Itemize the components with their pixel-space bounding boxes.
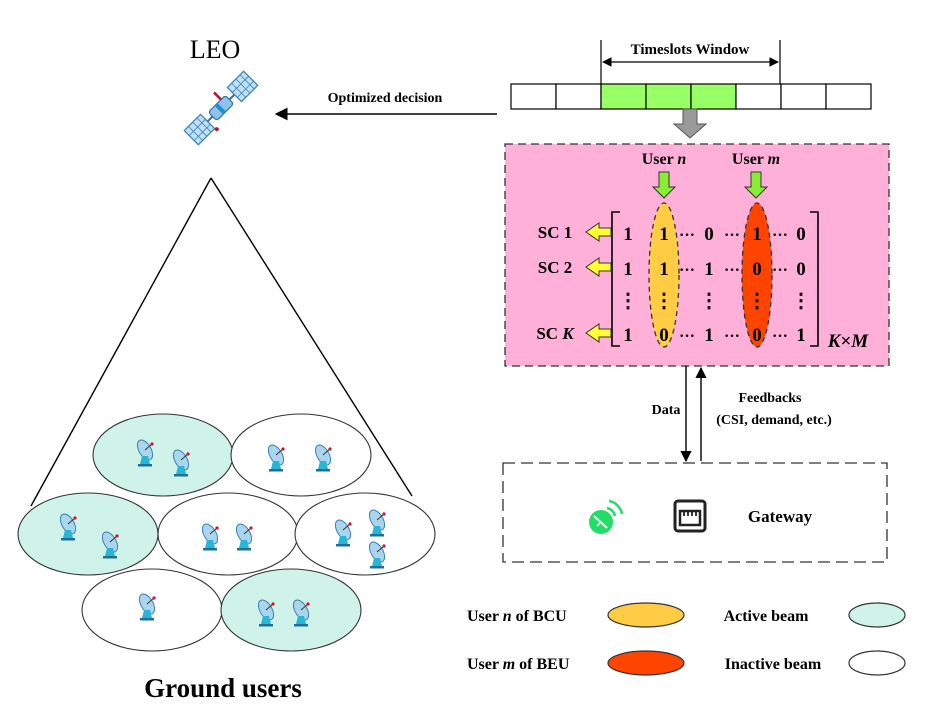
- legend-bcu-swatch: [607, 602, 685, 628]
- inactive-beam: [230, 413, 372, 497]
- router-icon: [673, 499, 707, 533]
- timeslot-active: [690, 83, 737, 110]
- timeslot-active: [645, 83, 692, 110]
- timeslot: [510, 83, 557, 110]
- matrix-cell: 1: [623, 259, 633, 280]
- sc-2-arrow: [585, 257, 612, 277]
- active-beam: [17, 492, 159, 576]
- h-ellipsis: ···: [724, 328, 740, 345]
- matrix-row-1: 1 1 0 1 0: [623, 224, 806, 245]
- matrix-row-2: 1 1 1 0 0: [623, 259, 806, 280]
- sc-label-2: SC 2: [538, 258, 572, 277]
- antenna-icon: [589, 499, 624, 534]
- matrix-box: [504, 143, 890, 367]
- matrix-h-ellipses: ··· ··· ··· ··· ··· ··· ··· ··· ···: [679, 227, 788, 345]
- gateway-label: Gateway: [748, 507, 813, 526]
- matrix-cell: 1: [623, 224, 633, 245]
- satellite-icon: [183, 70, 259, 146]
- matrix-cell: 0: [796, 259, 806, 280]
- down-arrow-gray: [672, 108, 708, 139]
- legend-inactive-swatch: [848, 650, 906, 676]
- legend-inactive-label: Inactive beam: [725, 656, 822, 673]
- legend-active-swatch: [848, 602, 906, 628]
- coverage-cone: [30, 177, 413, 507]
- h-ellipsis: ···: [772, 262, 788, 279]
- timeslot-strip: [510, 83, 872, 110]
- v-ellipsis: ⋮: [654, 290, 674, 312]
- legend-active-label: Active beam: [724, 608, 810, 625]
- user-n-label: User n: [642, 151, 687, 168]
- beam-group: [17, 413, 436, 652]
- satellite-label: LEO: [190, 35, 241, 64]
- sc-k-arrow: [585, 323, 612, 343]
- matrix-cell: 1: [704, 259, 714, 280]
- timeslot-active: [600, 83, 647, 110]
- matrix-cell: 0: [752, 325, 762, 346]
- ground-users-label: Ground users: [144, 673, 302, 703]
- matrix-bracket-right: [810, 211, 819, 347]
- legend-beu-swatch: [607, 650, 685, 676]
- v-ellipsis: ⋮: [699, 290, 719, 312]
- h-ellipsis: ···: [724, 227, 740, 244]
- h-ellipsis: ···: [772, 328, 788, 345]
- h-ellipsis: ···: [679, 262, 695, 279]
- sc-label-k: SC K: [536, 324, 575, 343]
- matrix-cell: 1: [796, 325, 806, 346]
- matrix-cell: 0: [752, 259, 762, 280]
- v-ellipsis: ⋮: [791, 290, 811, 312]
- matrix-cell: 0: [704, 224, 714, 245]
- h-ellipsis: ···: [772, 227, 788, 244]
- feedback-label-2: (CSI, demand, etc.): [716, 413, 832, 428]
- user-m-column-highlight: [741, 202, 773, 348]
- inactive-beam: [157, 492, 299, 576]
- decision-label: Optimized decision: [328, 91, 443, 106]
- matrix-cell: 1: [623, 325, 633, 346]
- timeslots-label: Timeslots Window: [631, 42, 750, 58]
- data-label: Data: [652, 403, 681, 418]
- matrix-v-ellipses: ⋮ ⋮ ⋮ ⋮ ⋮: [618, 290, 811, 312]
- v-ellipsis: ⋮: [618, 290, 638, 312]
- feedback-label-1: Feedbacks: [739, 391, 803, 406]
- matrix-cell: 1: [659, 259, 669, 280]
- legend-bcu-label: User n of BCU: [467, 608, 567, 625]
- user-n-arrow: [651, 171, 677, 199]
- sc-1-arrow: [585, 222, 612, 242]
- timeslot: [780, 83, 827, 110]
- matrix-cell: 1: [752, 224, 762, 245]
- sc-label-1: SC 1: [538, 223, 572, 242]
- v-ellipsis: ⋮: [747, 290, 767, 312]
- user-m-label: User m: [732, 151, 780, 168]
- matrix-row-k: 1 0 1 0 1: [623, 325, 806, 346]
- timeslot: [555, 83, 602, 110]
- matrix-cell: 1: [704, 325, 714, 346]
- timeslot: [735, 83, 782, 110]
- h-ellipsis: ···: [724, 262, 740, 279]
- h-ellipsis: ···: [679, 227, 695, 244]
- active-beam: [92, 413, 234, 497]
- timeslot: [825, 83, 872, 110]
- h-ellipsis: ···: [679, 328, 695, 345]
- user-n-column-highlight: [648, 202, 680, 348]
- active-beam: [220, 568, 362, 652]
- matrix-cell: 1: [659, 224, 669, 245]
- user-m-arrow: [743, 171, 769, 199]
- matrix-cell: 0: [796, 224, 806, 245]
- matrix-size-label: K×M: [827, 331, 870, 352]
- inactive-beam: [294, 492, 436, 576]
- legend-beu-label: User m of BEU: [467, 656, 570, 673]
- matrix-cell: 0: [659, 325, 669, 346]
- matrix-bracket-left: [611, 211, 620, 347]
